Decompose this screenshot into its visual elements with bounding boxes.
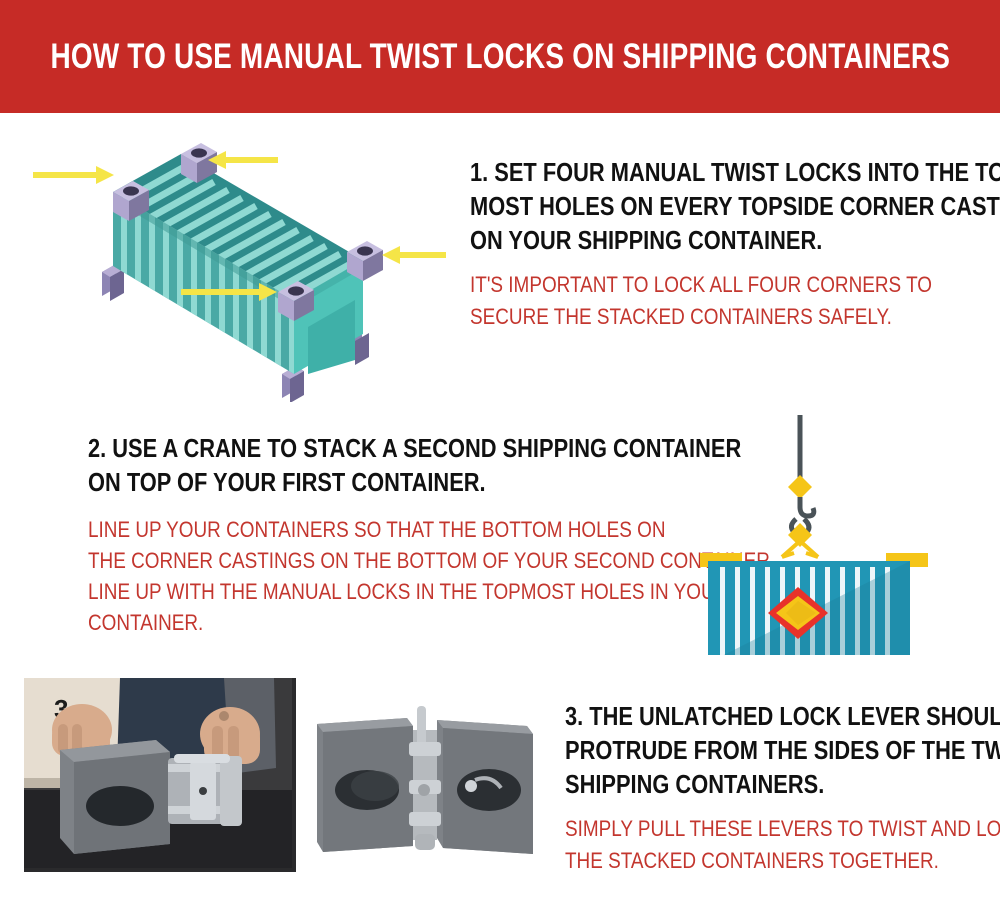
two-castings-svg <box>305 694 545 866</box>
left-corner-casting <box>317 718 413 852</box>
spreader-legs <box>780 539 820 559</box>
lock-lever <box>174 754 230 763</box>
step-1-note: IT'S IMPORTANT TO LOCK ALL FOUR CORNERS … <box>470 272 933 329</box>
pointer-arrow-left <box>33 166 114 184</box>
container-top-face <box>113 154 363 300</box>
isometric-container-svg <box>33 143 446 402</box>
pointer-arrow-top <box>208 151 278 169</box>
page-title: HOW TO USE MANUAL TWIST LOCKS ON SHIPPIN… <box>50 37 950 76</box>
cable-diamond-fitting <box>788 475 812 499</box>
crane-lift-svg <box>700 415 928 655</box>
step-1-text-block: 1. SET FOUR MANUAL TWIST LOCKS INTO THE … <box>470 156 1000 332</box>
lock-shaft-top <box>417 706 426 746</box>
header-banner: HOW TO USE MANUAL TWIST LOCKS ON SHIPPIN… <box>0 0 1000 113</box>
spreader-head <box>788 523 812 547</box>
right-corner-casting <box>437 720 533 854</box>
step-3-text-block: 3. THE UNLATCHED LOCK LEVER SHOULD PROTR… <box>565 700 1000 876</box>
corner-casting-left-top <box>113 181 149 221</box>
corner-casting-front-top <box>278 281 314 321</box>
step-3-note: SIMPLY PULL THESE LEVERS TO TWIST AND LO… <box>565 816 1000 873</box>
twist-lock-hardware <box>168 754 242 826</box>
step-1-heading: 1. SET FOUR MANUAL TWIST LOCKS INTO THE … <box>470 157 1000 255</box>
step-2-heading: 2. USE A CRANE TO STACK A SECOND SHIPPIN… <box>88 433 742 497</box>
photo-hands-holding-casting: 3 a <box>22 676 298 874</box>
pointer-arrow-front <box>181 283 277 301</box>
corner-casting-right-top <box>347 241 383 281</box>
right-casting-hole <box>457 769 521 811</box>
right-hand <box>200 707 260 764</box>
pointer-arrow-right <box>382 246 446 264</box>
corner-casting-block <box>60 740 170 854</box>
hazard-placard <box>768 587 828 639</box>
isometric-container-illustration <box>18 112 448 402</box>
step-2-note: LINE UP YOUR CONTAINERS SO THAT THE BOTT… <box>88 516 789 636</box>
two-castings-illustration <box>305 694 545 866</box>
center-twist-lock <box>409 706 441 850</box>
photo-scene-svg: 3 a <box>24 678 292 868</box>
crane-lift-illustration <box>690 415 990 655</box>
casting-oval-hole <box>86 786 154 826</box>
step-3-heading: 3. THE UNLATCHED LOCK LEVER SHOULD PROTR… <box>565 701 1000 799</box>
step-2-text-block: 2. USE A CRANE TO STACK A SECOND SHIPPIN… <box>88 432 789 639</box>
